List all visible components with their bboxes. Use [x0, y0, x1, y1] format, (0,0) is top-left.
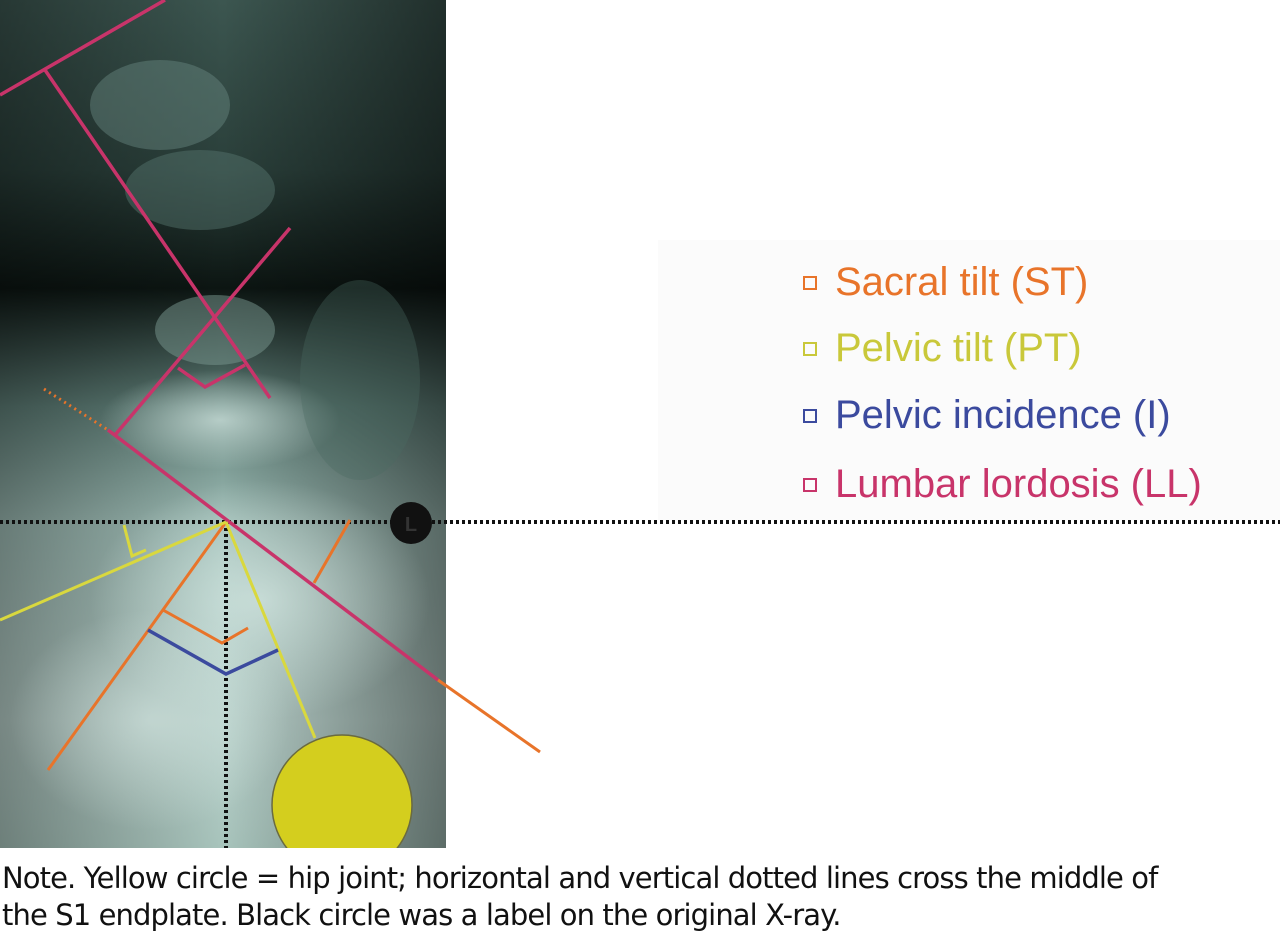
legend-label: Lumbar lordosis (LL) [835, 462, 1202, 506]
checkbox-icon [803, 341, 817, 356]
figure-note: Note. Yellow circle = hip joint; horizon… [2, 860, 1278, 934]
xray-label-text: L [405, 514, 417, 536]
pelvic-tilt-lines [0, 520, 317, 739]
legend-label: Sacral tilt (ST) [835, 260, 1089, 304]
sacral-tilt-lines [43, 387, 541, 771]
checkbox-icon [803, 408, 817, 423]
legend: Sacral tilt (ST) Pelvic tilt (PT) Pelvic… [658, 240, 1280, 520]
pelvic-incidence-lines [147, 628, 279, 676]
hip-joint-circle [271, 734, 413, 848]
note-line-2: the S1 endplate. Black circle was a labe… [2, 898, 841, 932]
xray-image [0, 0, 446, 848]
checkbox-icon [803, 275, 817, 290]
note-line-1: Note. Yellow circle = hip joint; horizon… [2, 861, 1158, 895]
legend-label: Pelvic incidence (I) [835, 393, 1171, 437]
legend-item-pelvic-tilt: Pelvic tilt (PT) [803, 326, 1082, 371]
lumbar-lordosis-lines [0, 0, 440, 682]
checkbox-icon [803, 477, 817, 492]
legend-item-lumbar-lordosis: Lumbar lordosis (LL) [803, 462, 1202, 507]
legend-item-sacral-tilt: Sacral tilt (ST) [803, 260, 1088, 305]
xray-label-marker: L [390, 502, 432, 544]
xray-diagram: L [0, 0, 1280, 848]
legend-item-pelvic-incidence: Pelvic incidence (I) [803, 393, 1171, 438]
legend-label: Pelvic tilt (PT) [835, 326, 1082, 370]
